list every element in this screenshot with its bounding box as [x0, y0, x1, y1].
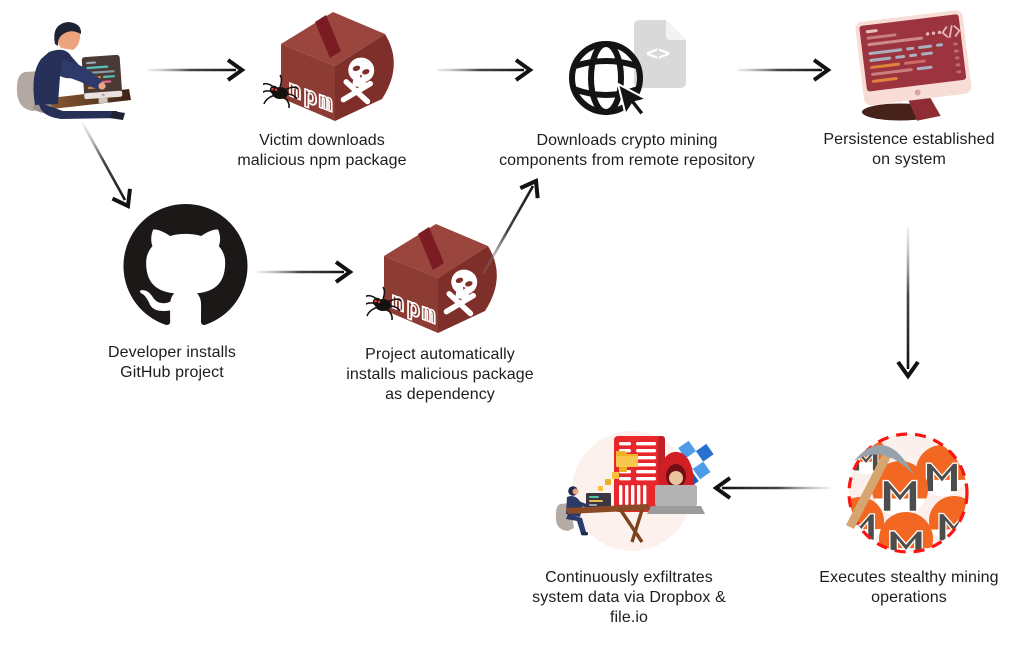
globe-cursor-code-file-icon: <>: [569, 20, 686, 118]
arrow-victim-to-npm: [148, 58, 246, 82]
label-exfiltration: Continuously exfiltrates system data via…: [532, 569, 726, 626]
dashed-border: [847, 432, 969, 554]
infected-monitor-icon: [855, 10, 972, 121]
label-mining-operations: Executes stealthy mining operations: [819, 569, 999, 606]
arrow-npm-to-download: [437, 58, 534, 82]
person-at-computer-illustration: [16, 22, 131, 120]
label-developer-installs: Developer installs GitHub project: [107, 344, 237, 381]
label-downloads-crypto: Downloads crypto mining components from …: [499, 132, 755, 169]
github-project-node: [122, 204, 249, 328]
npm-package-skull-icon: [263, 4, 403, 129]
cursor-icon: [616, 82, 650, 118]
globe-icon: [569, 41, 643, 115]
npm-package-skull-icon: [366, 216, 506, 341]
stealthy-mining-node: [842, 427, 974, 559]
monero-pickaxe-icon: [846, 432, 969, 554]
arrow-mining-to-exfiltration: [712, 476, 830, 500]
code-file-icon: <>: [634, 20, 686, 88]
arrow-persistence-to-mining: [896, 228, 920, 380]
persistence-node: [852, 8, 987, 123]
arrow-github-to-npm2: [257, 260, 354, 284]
remote-repo-download-node: <>: [556, 12, 696, 124]
label-persistence: Persistence established on system: [823, 131, 995, 168]
data-exfiltration-node: [552, 420, 732, 570]
exfil-person-at-desk: [555, 486, 650, 543]
arrow-victim-to-github: [81, 123, 132, 210]
exfiltration-illustration: [555, 431, 714, 551]
github-logo-icon: [123, 204, 248, 325]
malicious-npm-package-node: [263, 4, 403, 129]
label-dependency-install: Project automatically installs malicious…: [346, 346, 534, 403]
label-victim-downloads: Victim downloads malicious npm package: [237, 132, 407, 169]
arrow-download-to-persistence: [737, 58, 832, 82]
pickaxe-icon: [846, 444, 914, 529]
exfil-files-icons: [598, 451, 638, 491]
hacker-icon: [647, 452, 705, 514]
dependency-install-node: [366, 216, 506, 341]
victim-workstation-node: [5, 12, 150, 132]
code-glyph: <>: [646, 41, 670, 65]
